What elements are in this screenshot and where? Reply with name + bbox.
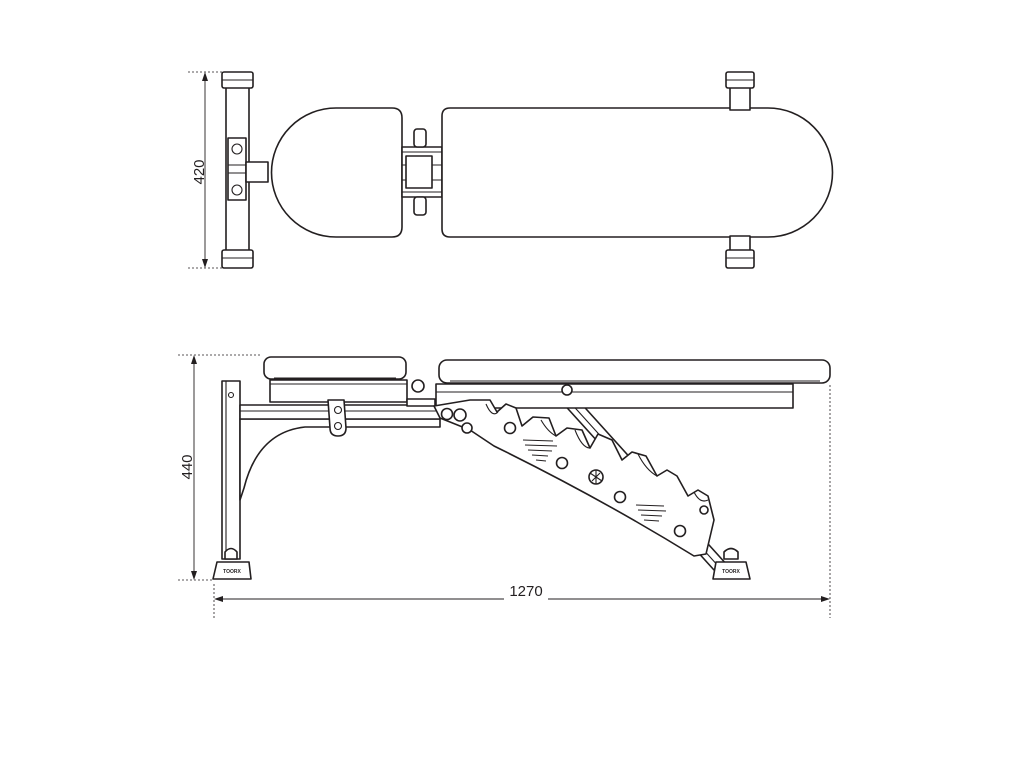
front-foot-brand: TOORX	[722, 569, 740, 575]
top-back-cushion	[441, 107, 834, 238]
side-view: TOORX	[178, 354, 831, 618]
side-seat-pad	[263, 356, 407, 380]
top-seat-cushion	[270, 107, 403, 238]
ladder-engraving-lower	[635, 504, 667, 522]
side-seat-frame	[269, 379, 408, 403]
dimension-length: 1270	[213, 385, 831, 618]
side-ladder-plate	[433, 399, 715, 557]
dimension-height: 440	[178, 354, 262, 581]
top-rear-leg	[221, 71, 269, 269]
top-front-feet	[725, 71, 755, 269]
ladder-engraving-upper	[522, 439, 558, 462]
dimension-width-label: 420	[191, 159, 208, 184]
rear-foot-brand: TOORX	[223, 569, 241, 575]
side-rear-foot: TOORX	[212, 561, 252, 580]
side-rear-upright	[221, 380, 241, 560]
side-front-foot: TOORX	[712, 547, 751, 580]
side-hinge	[406, 379, 436, 407]
side-seat-bracket	[327, 399, 347, 437]
side-back-pad	[438, 359, 831, 384]
side-gusset	[239, 418, 441, 501]
side-back-frame	[435, 383, 794, 409]
dimension-length-label: 1270	[509, 583, 542, 600]
dimension-width: 420	[188, 71, 252, 269]
dimension-height-label: 440	[179, 454, 196, 479]
top-view: 420	[188, 71, 834, 269]
top-hinge	[401, 128, 443, 216]
